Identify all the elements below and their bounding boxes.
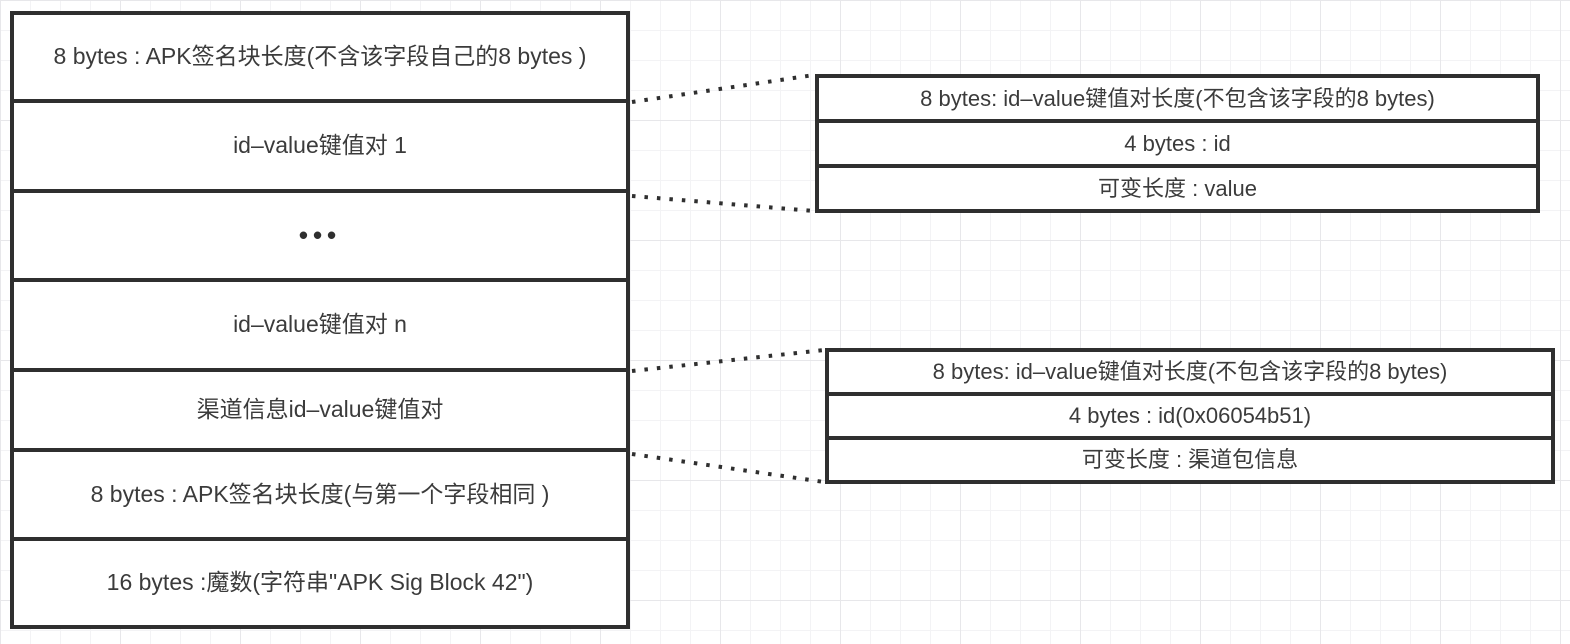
connector-pair1-bottom-dotted-line [631, 194, 815, 213]
row-pair-id: 4 bytes : id [819, 123, 1536, 168]
row-apk-sig-block-size-2: 8 bytes : APK签名块长度(与第一个字段相同 ) [14, 452, 626, 541]
row-pair-value: 可变长度 : value [1098, 175, 1257, 201]
row-channel-value: 可变长度 : 渠道包信息 [1081, 447, 1299, 473]
row-id-value-pair-1: id–value键值对 1 [14, 103, 626, 193]
row-channel-length: 8 bytes: id–value键值对长度(不包含该字段的8 bytes) [829, 352, 1551, 396]
apk-signing-block-table: 8 bytes : APK签名块长度(不含该字段自己的8 bytes ) id–… [10, 11, 630, 629]
id-value-pair-detail-table: 8 bytes: id–value键值对长度(不包含该字段的8 bytes) 4… [815, 74, 1540, 213]
connector-channel-top-dotted-line [631, 348, 825, 373]
row-id-value-pair-n: id–value键值对 n [14, 282, 626, 372]
channel-pair-detail-table: 8 bytes: id–value键值对长度(不包含该字段的8 bytes) 4… [825, 348, 1555, 484]
connector-channel-bottom-dotted-line [631, 452, 825, 484]
row-pair-length: 8 bytes: id–value键值对长度(不包含该字段的8 bytes) [819, 78, 1536, 123]
row-channel-id-value-pair: 渠道信息id–value键值对 [14, 372, 626, 452]
row-channel-id: 4 bytes : id(0x06054b51) [829, 396, 1551, 440]
row-magic-number: 16 bytes :魔数(字符串"APK Sig Block 42") [106, 569, 534, 596]
row-ellipsis: ••• [14, 193, 626, 282]
row-apk-sig-block-size: 8 bytes : APK签名块长度(不含该字段自己的8 bytes ) [14, 15, 626, 103]
connector-pair1-top-dotted-line [631, 73, 815, 104]
